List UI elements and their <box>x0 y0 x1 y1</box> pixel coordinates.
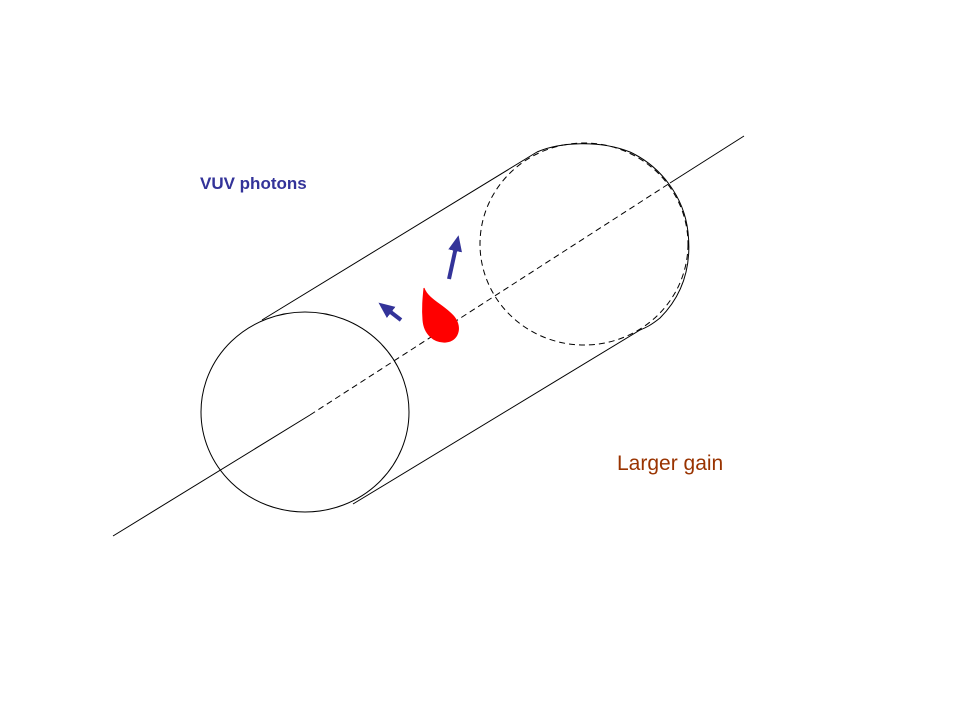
axis-line-solid-right <box>669 135 745 184</box>
axis-line-solid-left <box>112 414 311 537</box>
axis-line-dashed <box>309 182 671 416</box>
photon-arrow-icon-up <box>447 235 462 280</box>
larger-gain-label: Larger gain <box>617 452 724 475</box>
cylinder-top-edge <box>261 151 538 321</box>
cylinder-near-end <box>200 311 410 513</box>
cylinder-far-end-outline <box>536 143 690 331</box>
photon-arrow-icon-left <box>378 302 403 322</box>
vuv-photons-label: VUV photons <box>200 174 307 193</box>
cylinder-bottom-edge <box>352 329 641 505</box>
avalanche-teardrop-icon <box>422 287 459 343</box>
cylinder-far-end <box>479 142 689 346</box>
